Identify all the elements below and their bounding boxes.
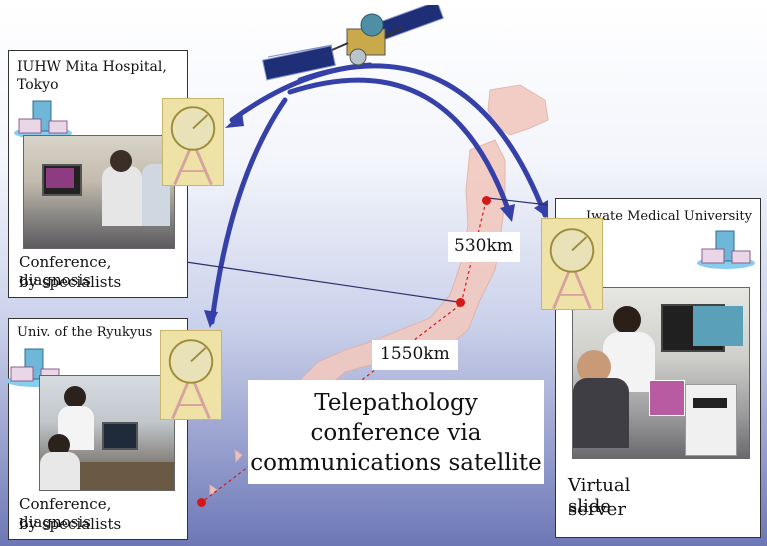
- tokyo-site-name: IUHW Mita Hospital,: [17, 59, 167, 75]
- tokyo-leader-line: [186, 262, 458, 302]
- tokyo-satellite-dish-icon: [162, 98, 224, 186]
- iwate-caption-box: Virtual slide server: [558, 467, 678, 529]
- diagram-title-box: Telepathology conference via communicati…: [248, 380, 544, 484]
- okinawa-location-marker: [197, 498, 206, 507]
- title-line1: Telepathology: [248, 390, 544, 416]
- iwate-satellite-dish-icon: [541, 218, 603, 310]
- tokyo-photo: [23, 135, 175, 249]
- iwate-site-name: Iwate Medical University: [586, 209, 752, 224]
- distance-label-1550km: 1550km: [372, 340, 458, 370]
- ryukyus-caption-line2: by specialists: [19, 515, 121, 533]
- ryukyus-site-name: Univ. of the Ryukyus: [17, 325, 152, 340]
- ryukyus-photo: [39, 375, 175, 491]
- tokyo-caption-line2: by specialists: [19, 273, 121, 291]
- satellite-icon: [262, 5, 447, 85]
- hospital-building-icon: [13, 99, 73, 139]
- tokyo-site-panel: IUHW Mita Hospital, Tokyo Conference, di…: [8, 50, 188, 298]
- title-line3: communications satellite: [248, 450, 544, 476]
- title-line2: conference via: [248, 420, 544, 446]
- hospital-building-icon: [696, 229, 756, 269]
- tokyo-location-marker: [456, 298, 465, 307]
- iwate-caption-line2: server: [568, 499, 626, 520]
- distance-label-530km: 530km: [448, 232, 520, 262]
- ryukyus-satellite-dish-icon: [160, 330, 222, 420]
- iwate-location-marker: [482, 196, 491, 205]
- iwate-photo: [572, 287, 750, 459]
- tokyo-site-name-line2: Tokyo: [17, 77, 59, 93]
